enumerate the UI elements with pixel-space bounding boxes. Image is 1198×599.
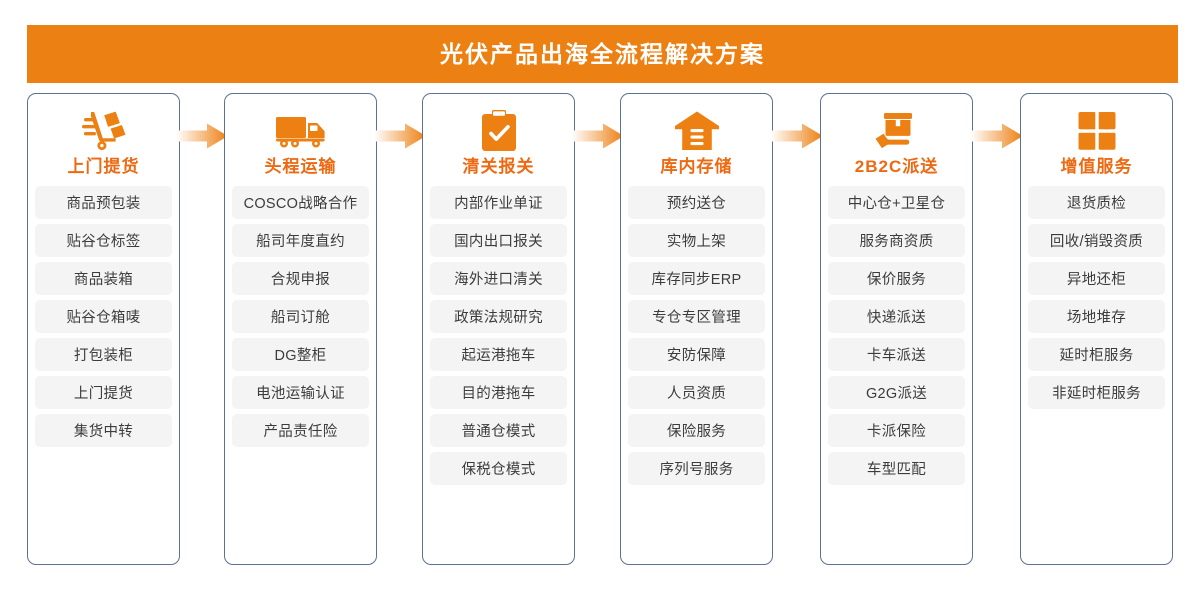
stage-item[interactable]: 卡派保险 (828, 414, 965, 447)
stage-item[interactable]: 普通仓模式 (430, 414, 567, 447)
stage-item[interactable]: 实物上架 (628, 224, 765, 257)
stage-item[interactable]: COSCO战略合作 (232, 186, 369, 219)
stage-card-2[interactable]: 头程运输 COSCO战略合作船司年度直约合规申报船司订舱 DG整柜电池运输认证产品责… (224, 93, 377, 565)
stage-item[interactable]: 非延时柜服务 (1028, 376, 1165, 409)
stage-item[interactable]: 船司订舱 (232, 300, 369, 333)
stage-item[interactable]: 国内出口报关 (430, 224, 567, 257)
stage-item[interactable]: 起运港拖车 (430, 338, 567, 371)
stage-item[interactable]: 保税仓模式 (430, 452, 567, 485)
stage-title: 上门提货 (67, 157, 140, 176)
stage-card-3[interactable]: 清关报关内部作业单证国内出口报关海外进口清关政策法规研究起运港拖车目的港拖车普通… (422, 93, 575, 565)
stage-item[interactable]: 政策法规研究 (430, 300, 567, 333)
package-handoff-icon (870, 108, 924, 154)
stage-item[interactable]: 快递派送 (828, 300, 965, 333)
stage-card-4[interactable]: 库内存储预约送仓实物上架库存同步ERP 专仓专区管理安防保障人员资质保险服务序列号… (620, 93, 773, 565)
stage-item[interactable]: 合规申报 (232, 262, 369, 295)
title-banner: 光伏产品出海全流程解决方案 (27, 25, 1178, 83)
stage-item[interactable]: 贴谷仓标签 (35, 224, 172, 257)
stage-item[interactable]: DG整柜 (232, 338, 369, 371)
truck-icon (274, 108, 328, 154)
stage-item[interactable]: 安防保障 (628, 338, 765, 371)
stage-title: 头程运输 (264, 157, 337, 176)
stage-card-6[interactable]: 增值服务退货质检回收/销毁资质异地还柜场地堆存延时柜服务非延时柜服务 (1020, 93, 1173, 565)
stage-item[interactable]: 内部作业单证 (430, 186, 567, 219)
stage-item[interactable]: 专仓专区管理 (628, 300, 765, 333)
arrow-right-icon (970, 121, 1023, 151)
page-title: 光伏产品出海全流程解决方案 (440, 40, 765, 67)
stage-title: 增值服务 (1060, 157, 1133, 176)
stage-item[interactable]: 库存同步ERP (628, 262, 765, 295)
stage-card-1[interactable]: 上门提货商品预包装贴谷仓标签商品装箱贴谷仓箱唛打包装柜上门提货集货中转 (27, 93, 180, 565)
stage-item[interactable]: 电池运输认证 (232, 376, 369, 409)
clover-icon (1070, 108, 1124, 154)
stage-item-list: 商品预包装贴谷仓标签商品装箱贴谷仓箱唛打包装柜上门提货集货中转 (35, 186, 172, 447)
stage-item[interactable]: 目的港拖车 (430, 376, 567, 409)
stage-item[interactable]: G2G派送 (828, 376, 965, 409)
stage-title: 库内存储 (660, 157, 733, 176)
stage-item[interactable]: 商品装箱 (35, 262, 172, 295)
stage-item[interactable]: 延时柜服务 (1028, 338, 1165, 371)
stage-item-list: 预约送仓实物上架库存同步ERP 专仓专区管理安防保障人员资质保险服务序列号服务 (628, 186, 765, 485)
stage-item[interactable]: 集货中转 (35, 414, 172, 447)
stage-item[interactable]: 人员资质 (628, 376, 765, 409)
stage-item[interactable]: 产品责任险 (232, 414, 369, 447)
stage-item[interactable]: 卡车派送 (828, 338, 965, 371)
stage-item-list: COSCO战略合作船司年度直约合规申报船司订舱 DG整柜电池运输认证产品责任险 (232, 186, 369, 447)
stage-item[interactable]: 贴谷仓箱唛 (35, 300, 172, 333)
hand-truck-icon (77, 108, 131, 154)
stage-item[interactable]: 中心仓+卫星仓 (828, 186, 965, 219)
stage-item[interactable]: 商品预包装 (35, 186, 172, 219)
stage-item-list: 退货质检回收/销毁资质异地还柜场地堆存延时柜服务非延时柜服务 (1028, 186, 1165, 409)
warehouse-icon (670, 108, 724, 154)
stage-item[interactable]: 退货质检 (1028, 186, 1165, 219)
stage-item[interactable]: 回收/销毁资质 (1028, 224, 1165, 257)
stage-item[interactable]: 上门提货 (35, 376, 172, 409)
arrow-right-icon (571, 121, 624, 151)
stage-item[interactable]: 保险服务 (628, 414, 765, 447)
stage-item-list: 内部作业单证国内出口报关海外进口清关政策法规研究起运港拖车目的港拖车普通仓模式保… (430, 186, 567, 485)
stage-title: 清关报关 (462, 157, 535, 176)
stage-item[interactable]: 序列号服务 (628, 452, 765, 485)
arrow-right-icon (373, 121, 426, 151)
stage-item[interactable]: 服务商资质 (828, 224, 965, 257)
stage-item[interactable]: 打包装柜 (35, 338, 172, 371)
arrow-right-icon (770, 121, 823, 151)
stage-title: 2B2C派送 (854, 157, 939, 176)
stage-item[interactable]: 保价服务 (828, 262, 965, 295)
stage-item-list: 中心仓+卫星仓服务商资质保价服务快递派送卡车派送 G2G派送卡派保险车型匹配 (828, 186, 965, 485)
clipboard-check-icon (472, 108, 526, 154)
process-flow: 上门提货商品预包装贴谷仓标签商品装箱贴谷仓箱唛打包装柜上门提货集货中转 (0, 93, 1198, 566)
stage-item[interactable]: 预约送仓 (628, 186, 765, 219)
stage-card-5[interactable]: 2B2C派送中心仓+卫星仓服务商资质保价服务快递派送卡车派送 G2G派送卡派保险车… (820, 93, 973, 565)
stage-item[interactable]: 车型匹配 (828, 452, 965, 485)
stage-item[interactable]: 异地还柜 (1028, 262, 1165, 295)
stage-item[interactable]: 海外进口清关 (430, 262, 567, 295)
stage-item[interactable]: 场地堆存 (1028, 300, 1165, 333)
arrow-right-icon (176, 121, 228, 151)
stage-item[interactable]: 船司年度直约 (232, 224, 369, 257)
